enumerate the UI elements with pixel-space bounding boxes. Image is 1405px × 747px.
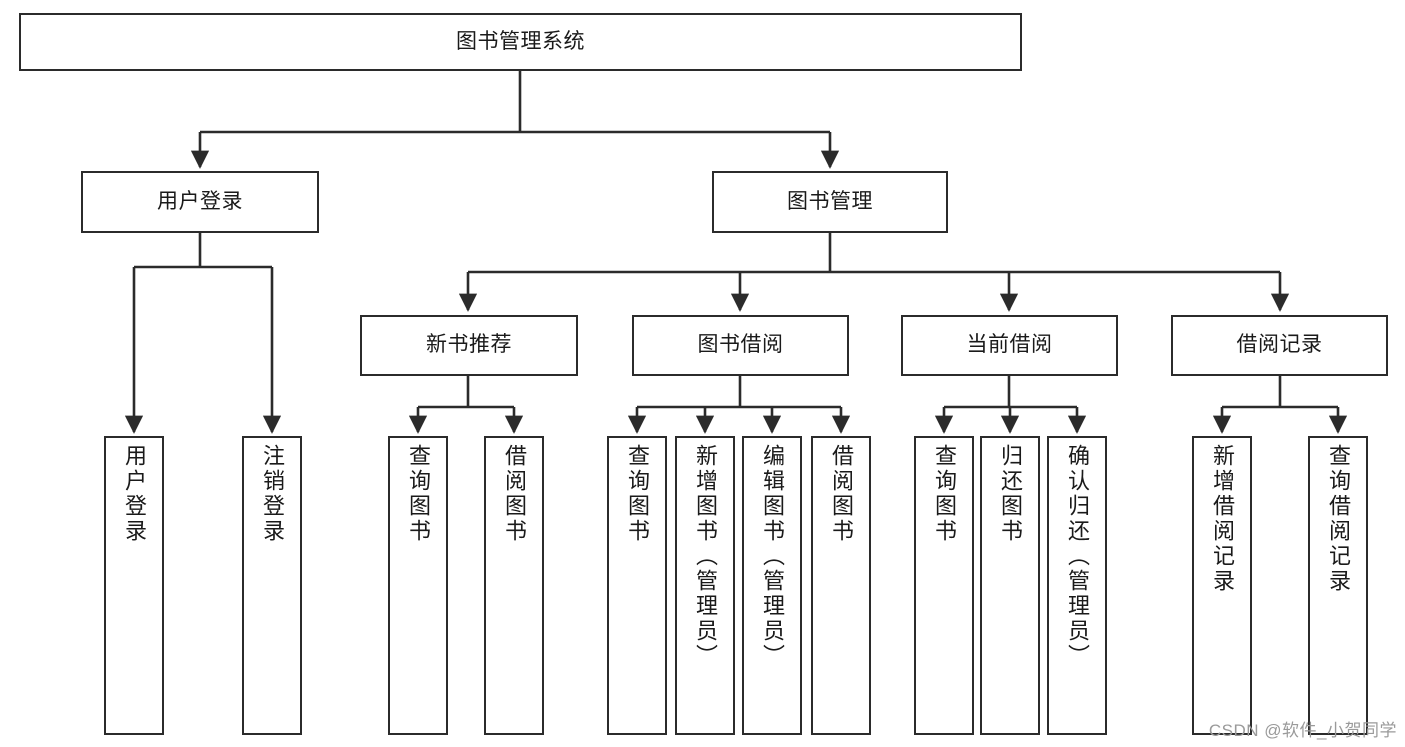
node-borrow-record-label: 借阅记录 <box>1236 333 1323 357</box>
node-leaf-edit-book[interactable]: 编辑图书（管理员） <box>742 436 802 735</box>
node-leaf-query-book-2[interactable]: 查询图书 <box>607 436 667 735</box>
node-leaf-query-book-1-label: 查询图书 <box>406 444 431 544</box>
watermark-text: CSDN @软件_小贺同学 <box>1208 721 1397 740</box>
node-leaf-confirm-return[interactable]: 确认归还（管理员） <box>1047 436 1107 735</box>
node-leaf-user-login[interactable]: 用户登录 <box>104 436 164 735</box>
node-leaf-edit-book-label: 编辑图书（管理员） <box>760 444 785 669</box>
node-new-book-rec[interactable]: 新书推荐 <box>360 315 578 376</box>
node-leaf-logout[interactable]: 注销登录 <box>242 436 302 735</box>
node-leaf-query-book-3[interactable]: 查询图书 <box>914 436 974 735</box>
node-leaf-query-record[interactable]: 查询借阅记录 <box>1308 436 1368 735</box>
node-leaf-add-record[interactable]: 新增借阅记录 <box>1192 436 1252 735</box>
node-book-borrow-label: 图书借阅 <box>697 333 784 357</box>
node-leaf-query-record-label: 查询借阅记录 <box>1326 444 1351 594</box>
node-book-borrow[interactable]: 图书借阅 <box>632 315 849 376</box>
node-borrow-record[interactable]: 借阅记录 <box>1171 315 1388 376</box>
node-leaf-query-book-1[interactable]: 查询图书 <box>388 436 448 735</box>
node-leaf-user-login-label: 用户登录 <box>122 444 147 544</box>
node-leaf-logout-label: 注销登录 <box>260 444 285 544</box>
node-leaf-query-book-2-label: 查询图书 <box>625 444 650 544</box>
node-leaf-add-book[interactable]: 新增图书（管理员） <box>675 436 735 735</box>
node-leaf-query-book-3-label: 查询图书 <box>932 444 957 544</box>
node-current-borrow-label: 当前借阅 <box>966 333 1053 357</box>
node-book-manage[interactable]: 图书管理 <box>712 171 948 233</box>
node-root-label: 图书管理系统 <box>456 29 585 53</box>
node-leaf-return-book[interactable]: 归还图书 <box>980 436 1040 735</box>
node-current-borrow[interactable]: 当前借阅 <box>901 315 1118 376</box>
node-leaf-borrow-book-1[interactable]: 借阅图书 <box>484 436 544 735</box>
node-leaf-return-book-label: 归还图书 <box>998 444 1023 544</box>
node-user-login[interactable]: 用户登录 <box>81 171 319 233</box>
node-book-manage-label: 图书管理 <box>787 189 873 213</box>
node-leaf-confirm-return-label: 确认归还（管理员） <box>1065 444 1090 669</box>
node-new-book-rec-label: 新书推荐 <box>426 333 512 357</box>
node-leaf-borrow-book-2-label: 借阅图书 <box>829 444 854 544</box>
node-leaf-borrow-book-1-label: 借阅图书 <box>502 444 527 544</box>
node-leaf-add-book-label: 新增图书（管理员） <box>693 444 718 669</box>
node-leaf-add-record-label: 新增借阅记录 <box>1210 444 1235 594</box>
node-user-login-label: 用户登录 <box>157 189 243 213</box>
node-root[interactable]: 图书管理系统 <box>19 13 1022 71</box>
node-leaf-borrow-book-2[interactable]: 借阅图书 <box>811 436 871 735</box>
